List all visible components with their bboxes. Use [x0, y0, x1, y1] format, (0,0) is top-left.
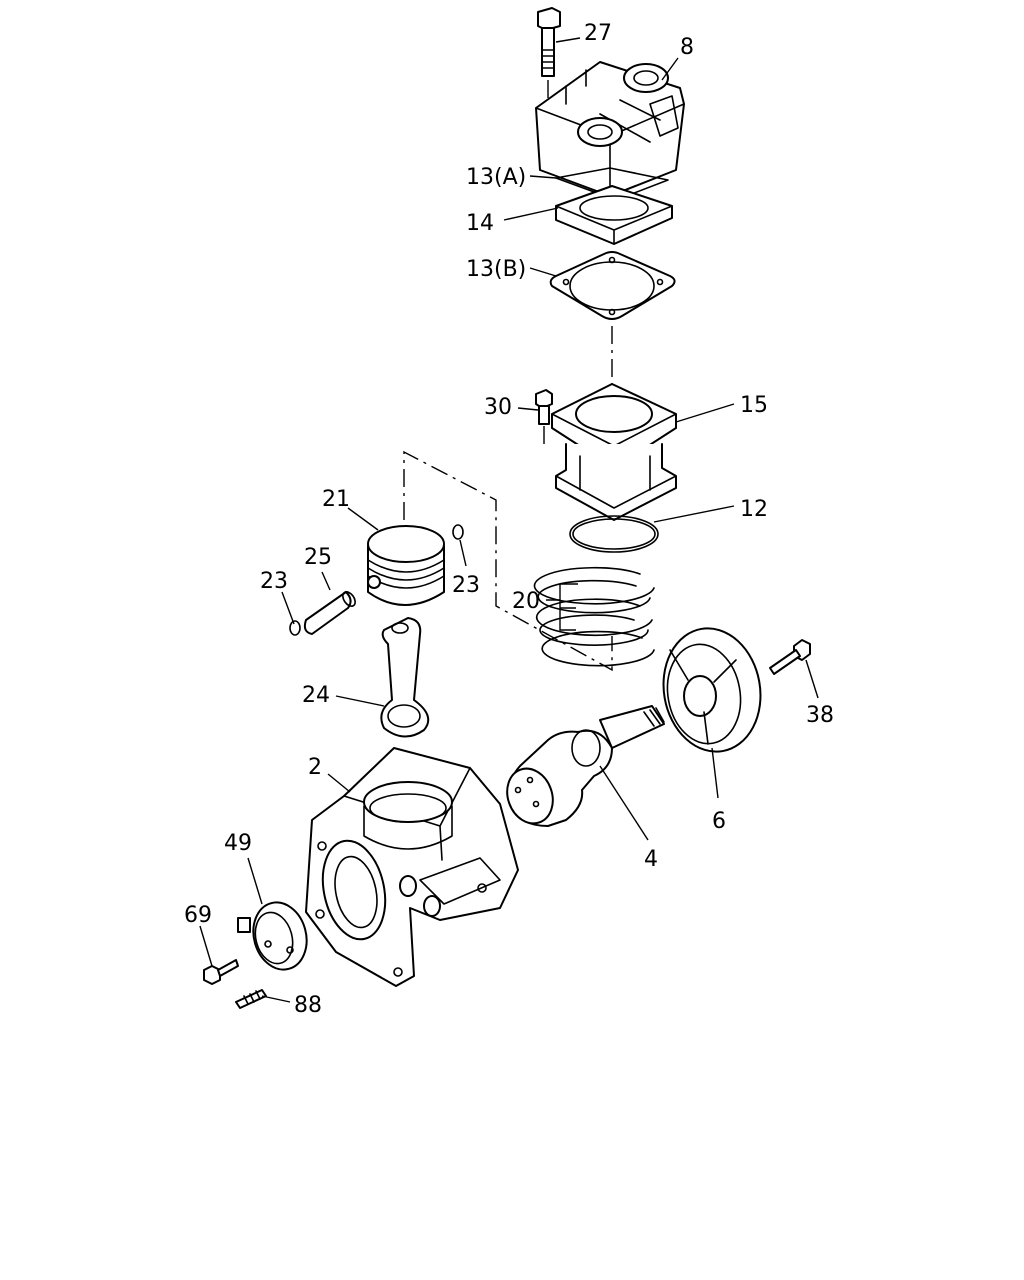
label-23-left: 23: [260, 569, 288, 594]
part-2-crankcase: [305, 747, 519, 987]
part-14-valve-plate: [555, 185, 673, 245]
part-24-connecting-rod: [380, 617, 430, 738]
label-38: 38: [806, 703, 834, 728]
part-23-circlip-right: [452, 524, 464, 540]
label-2: 2: [308, 755, 322, 780]
label-15: 15: [740, 393, 768, 418]
part-6-bearing-cover: [662, 627, 762, 753]
part-13b-gasket: [549, 251, 676, 320]
part-23-circlip-left: [289, 620, 301, 636]
part-88-stud: [235, 989, 267, 1009]
label-30: 30: [484, 395, 512, 420]
part-12-o-ring: [569, 515, 659, 553]
part-20-piston-rings: [533, 566, 655, 667]
part-8-cylinder-head: [535, 61, 685, 197]
label-49: 49: [224, 831, 252, 856]
label-14: 14: [466, 211, 494, 236]
part-38-bolt: [769, 639, 811, 675]
label-13a: 13(A): [466, 165, 526, 190]
label-4: 4: [644, 847, 658, 872]
part-15-cylinder: [551, 383, 677, 521]
label-23-right: 23: [452, 573, 480, 598]
label-69: 69: [184, 903, 212, 928]
label-24: 24: [302, 683, 330, 708]
label-25: 25: [304, 545, 332, 570]
part-30-bolt: [535, 389, 553, 450]
part-27-bolt: [537, 7, 561, 110]
part-21-piston: [367, 525, 445, 606]
label-6: 6: [712, 809, 726, 834]
label-12: 12: [740, 497, 768, 522]
label-20: 20: [512, 589, 540, 614]
label-13b: 13(B): [466, 257, 526, 282]
label-88: 88: [294, 993, 322, 1018]
leader-lines: [199, 37, 819, 1003]
label-8: 8: [680, 35, 694, 60]
label-21: 21: [322, 487, 350, 512]
part-69-bolt: [203, 959, 239, 985]
part-25-piston-pin: [303, 591, 356, 635]
part-49-end-cover: [237, 901, 308, 971]
part-4-crankshaft: [506, 705, 665, 827]
label-27: 27: [584, 21, 612, 46]
part-labels: 27 8 13(A) 14 13(B) 30 15 21 12 25 23 23…: [184, 21, 834, 1018]
